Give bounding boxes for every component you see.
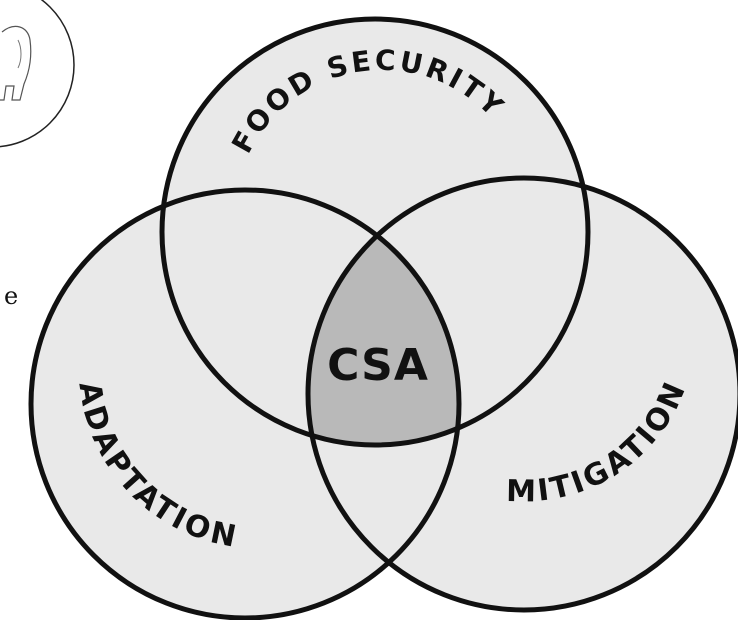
corner-logo [0, 0, 75, 148]
stray-text-fragment: e [4, 282, 18, 310]
label-csa: CSA [327, 340, 429, 391]
csa-intersection [308, 190, 459, 445]
circle-outlines [28, 16, 738, 620]
